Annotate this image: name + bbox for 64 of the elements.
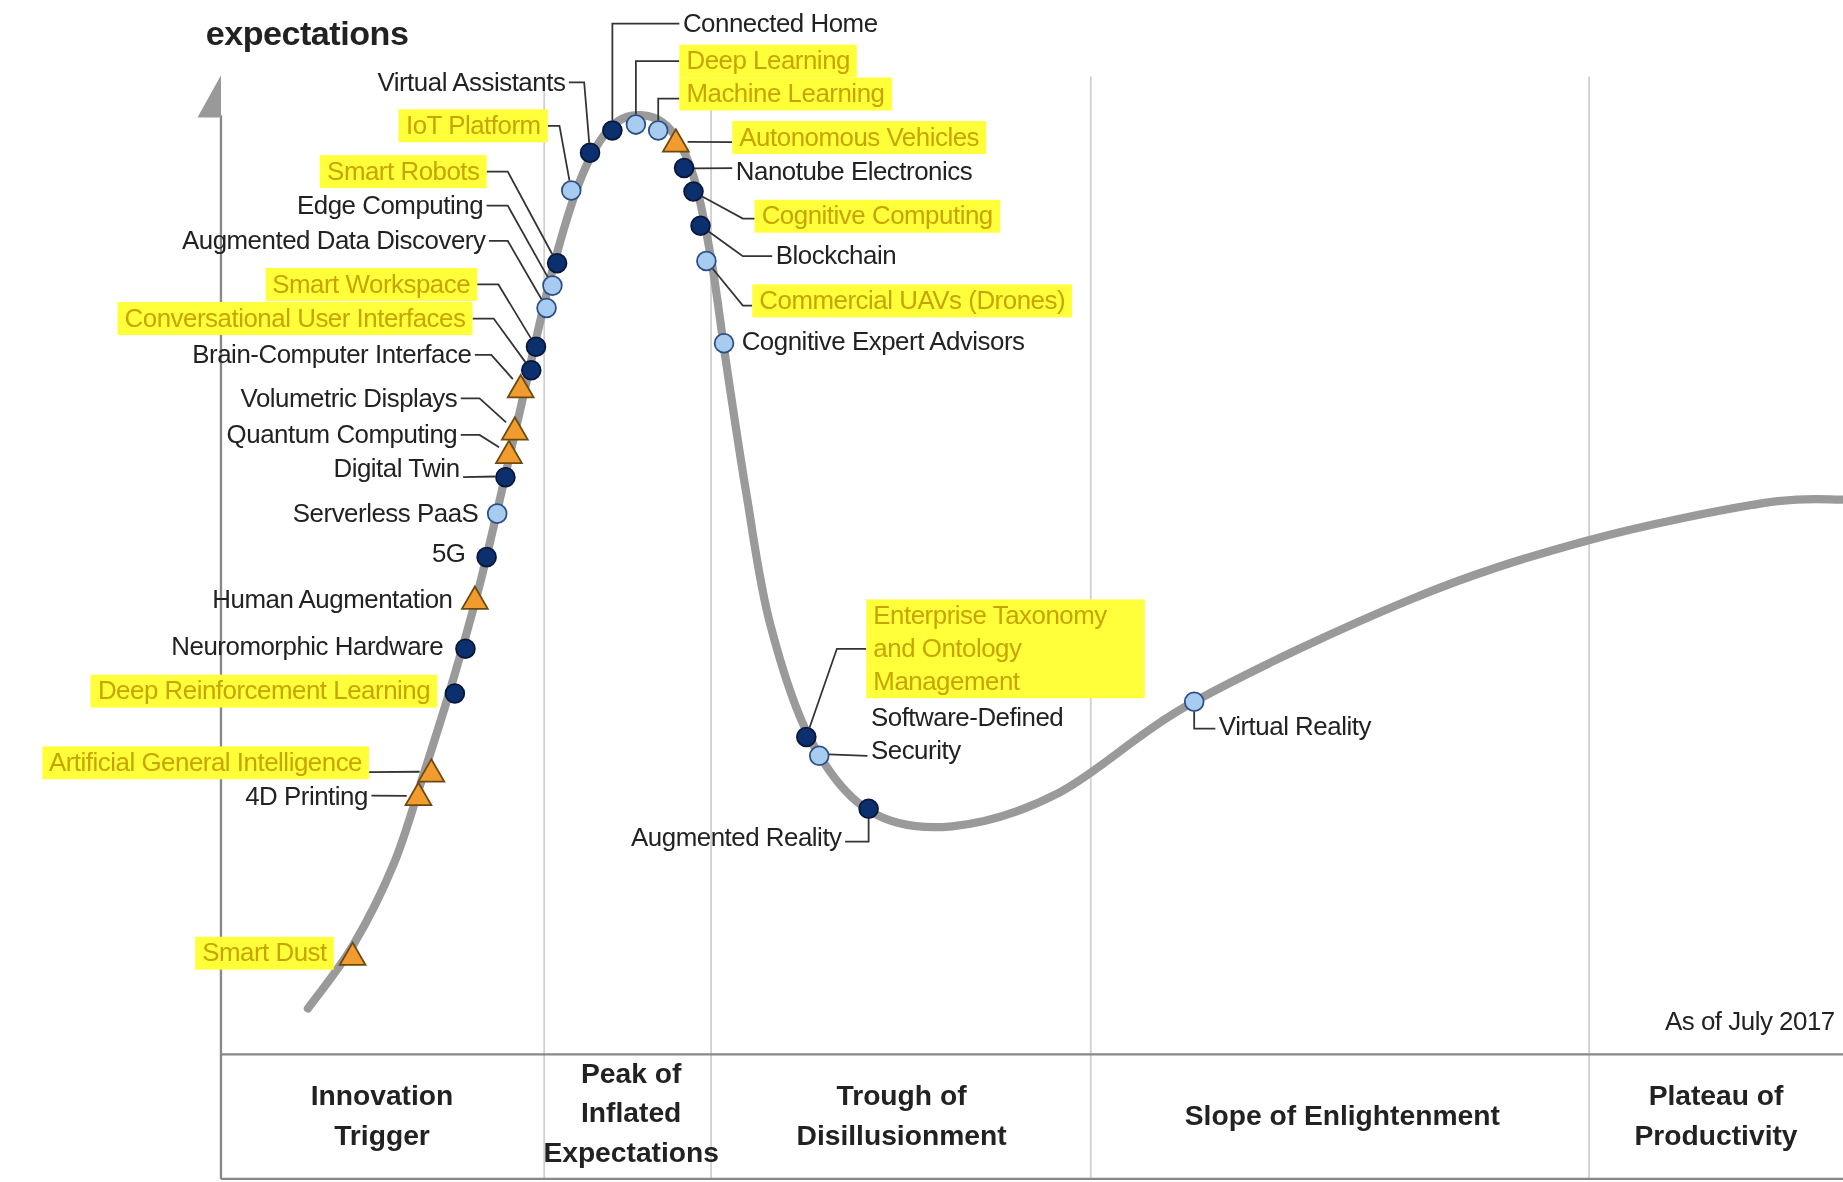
point-label: Smart Workspace (265, 268, 478, 301)
point-label: Quantum Computing (223, 418, 461, 452)
phase-label: Innovation Trigger (309, 1078, 455, 1153)
point-label: Brain-Computer Interface (188, 338, 475, 372)
leader-line (370, 794, 408, 797)
point-label: Cognitive Computing (754, 199, 1000, 233)
leader-line (485, 170, 554, 256)
leader-line (546, 124, 571, 182)
point-label: Connected Home (679, 7, 882, 40)
point-label: 4D Printing (241, 780, 372, 814)
phase-label: Slope of Enlightenment (1183, 1098, 1501, 1133)
point-label: Augmented Reality (627, 821, 846, 855)
point-label: Enterprise Taxonomy and Ontology Management (866, 599, 1145, 699)
point-label: IoT Platform (398, 109, 548, 143)
leader-line (473, 354, 514, 380)
point-label: Machine Learning (679, 77, 892, 111)
leader-line (844, 817, 870, 843)
point-label: Smart Dust (195, 936, 334, 970)
leader-line (693, 167, 734, 170)
point-label: Commercial UAVs (Drones) (752, 284, 1073, 318)
point-label: Virtual Assistants (373, 65, 569, 99)
point-label: Edge Computing (293, 189, 487, 223)
leader-line (568, 81, 591, 144)
leader-line (711, 267, 754, 307)
leader-line (635, 60, 681, 116)
leader-line (488, 240, 543, 301)
axis-label: expectations (204, 16, 410, 50)
leader-line (828, 753, 869, 757)
point-label: Volumetric Displays (237, 382, 461, 415)
point-label: Serverless PaaS (291, 497, 480, 530)
leader-line (462, 475, 497, 479)
point-label: Conversational User Interfaces (117, 302, 473, 335)
leader-line (701, 195, 756, 220)
leader-line (471, 317, 527, 363)
point-label: Cognitive Expert Advisors (740, 325, 1026, 359)
point-label: 5G (430, 537, 467, 570)
point-label: Virtual Reality (1215, 709, 1375, 743)
leader-line (368, 770, 421, 774)
point-label: Deep Reinforcement Learning (90, 674, 438, 708)
point-label: Artificial General Intelligence (41, 746, 370, 780)
phase-label: Plateau of Productivity (1633, 1078, 1799, 1153)
leader-line (657, 97, 681, 122)
point-label: Neuromorphic Hardware (170, 630, 445, 663)
point-label: Nanotube Electronics (732, 155, 976, 189)
point-label: Autonomous Vehicles (732, 121, 987, 154)
leader-line (1193, 710, 1217, 730)
leader-line (459, 434, 500, 449)
phase-label: Trough of Disillusionment (795, 1078, 1008, 1153)
point-label: Software-Defined Security (867, 701, 1110, 768)
leader-line (611, 22, 681, 122)
point-label: Augmented Data Discovery (178, 224, 489, 258)
point-label: Smart Robots (320, 155, 487, 189)
leader-line (459, 397, 507, 424)
leader-line (808, 647, 868, 729)
phase-label: Peak of Inflated Expectations (542, 1055, 720, 1171)
leader-line (686, 141, 734, 144)
point-label: Deep Learning (679, 44, 857, 78)
leader-line (707, 230, 774, 258)
date-note: As of July 2017 (1664, 1005, 1836, 1038)
point-label: Digital Twin (329, 452, 464, 486)
leader-line (485, 204, 549, 278)
point-label: Blockchain (772, 239, 900, 273)
point-label: Human Augmentation (211, 583, 454, 616)
leader-line (476, 283, 532, 340)
